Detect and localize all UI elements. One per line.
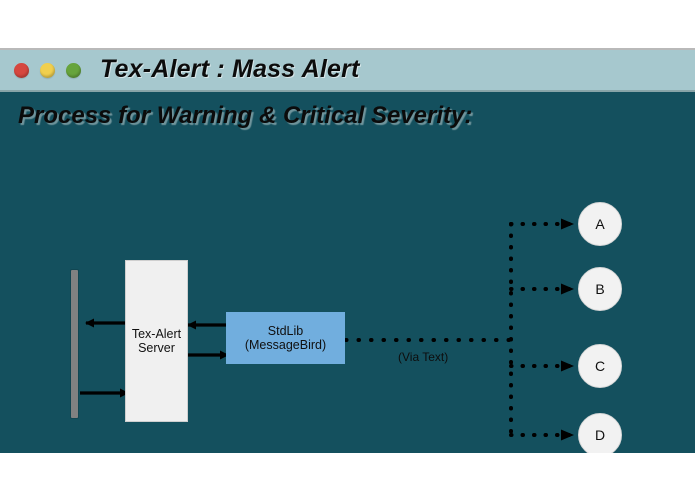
app-window: Tex-Alert : Mass Alert Process for Warni… <box>0 48 695 453</box>
minimize-button-icon[interactable] <box>40 63 55 78</box>
recipient-node-a-label: A <box>595 216 605 232</box>
network-boundary-bar <box>71 270 78 418</box>
recipient-node-b-label: B <box>595 281 605 297</box>
recipient-node-a: A <box>578 202 622 246</box>
maximize-button-icon[interactable] <box>66 63 81 78</box>
diagram-edges <box>80 218 575 441</box>
node-tex-alert-server: Tex-Alert Server <box>125 260 188 422</box>
recipient-node-c: C <box>578 344 622 388</box>
edge-label-via-text: (Via Text) <box>398 350 449 364</box>
process-diagram: Tex-Alert Server StdLib (MessageBird) (V… <box>0 92 695 453</box>
page-title: Process for Warning & Critical Severity: <box>18 102 473 129</box>
window-title: Tex-Alert : Mass Alert <box>100 55 360 83</box>
recipient-node-d: D <box>578 413 622 453</box>
node-tex-alert-server-line1: Tex-Alert <box>131 326 182 341</box>
node-stdlib: StdLib (MessageBird) <box>226 312 345 364</box>
recipient-node-c-label: C <box>594 358 606 374</box>
node-tex-alert-server-line2: Server <box>138 341 175 355</box>
slide-canvas: Process for Warning & Critical Severity: <box>0 92 695 453</box>
node-stdlib-line2: (MessageBird) <box>244 338 327 352</box>
recipient-node-d-label: D <box>594 427 606 443</box>
close-button-icon[interactable] <box>14 63 29 78</box>
node-stdlib-line1: StdLib <box>267 323 304 338</box>
recipient-node-b: B <box>578 267 622 311</box>
window-controls <box>14 63 81 78</box>
window-titlebar: Tex-Alert : Mass Alert <box>0 48 695 92</box>
